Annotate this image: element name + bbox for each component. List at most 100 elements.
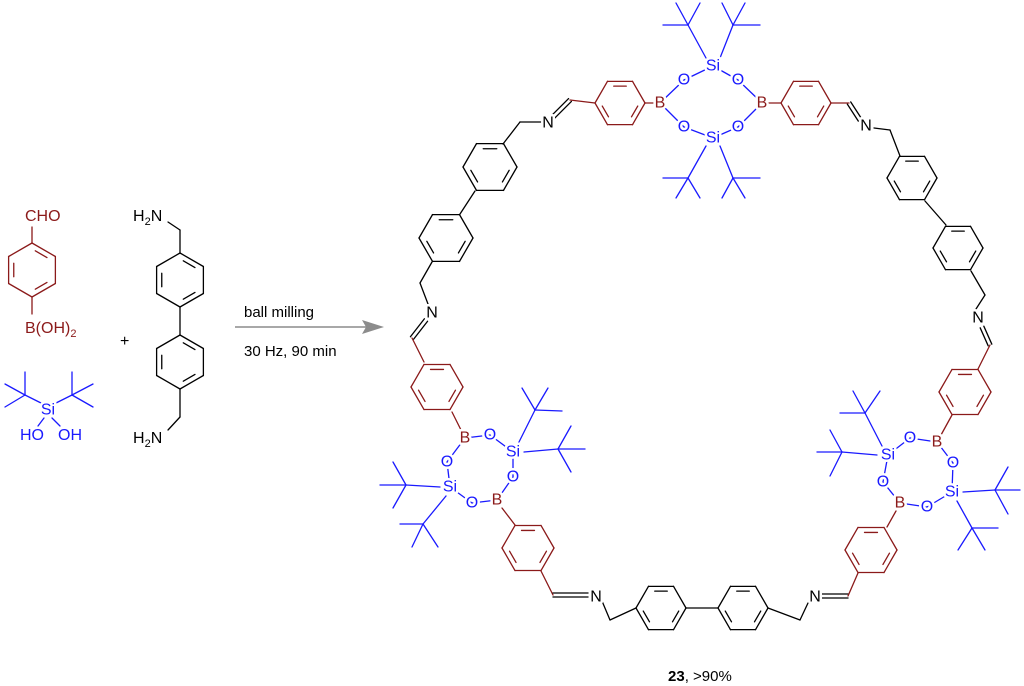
tbutyl-methyl-bond (687, 2, 701, 26)
ring-bond (672, 585, 687, 609)
double-bond (550, 97, 570, 117)
tbutyl-methyl-bond (411, 523, 424, 548)
bond (940, 414, 953, 436)
reaction-arrow-head (362, 320, 384, 334)
ring-inner-bond (671, 610, 680, 623)
condition-frequency-time: 30 Hz, 90 min (244, 343, 337, 360)
tbutyl-methyl-bond (721, 177, 734, 199)
tbutyl-methyl-bond (957, 527, 973, 551)
bonds (4, 2, 1021, 631)
atom-n: N (426, 305, 438, 322)
ring-inner-bond (851, 552, 860, 566)
ring-bond (969, 225, 984, 249)
bond (847, 572, 859, 597)
ring-bond (540, 524, 555, 549)
ring-bond (659, 102, 685, 128)
tbutyl-methyl-bond (732, 177, 746, 199)
boronic-acid-subscript: 2 (70, 328, 76, 340)
ring-bond (449, 363, 464, 388)
ring-bond (496, 476, 514, 501)
product-label: 23, >90% (668, 668, 732, 685)
ring-inner-bond (34, 281, 48, 290)
ring-inner-bond (753, 610, 762, 623)
atom-si: Si (945, 484, 959, 501)
tbutyl-bond (687, 24, 707, 59)
ring-bond (712, 65, 739, 81)
tbutyl-methyl-bond (675, 2, 689, 26)
atom-o: O (732, 119, 744, 136)
ring-inner-bond (539, 550, 548, 564)
diamine-top-nh2-label: H2N (133, 208, 162, 228)
tbutyl-methyl-bond (521, 387, 536, 411)
ring-inner-bond (182, 373, 196, 382)
atom-o: O (507, 469, 519, 486)
compound-number: 23 (668, 668, 685, 685)
ring-inner-bond (787, 105, 796, 118)
ring-bond (886, 177, 901, 201)
bond (167, 221, 181, 231)
ring-bond (932, 247, 947, 271)
ring-bond (540, 547, 555, 572)
ring-bond (179, 292, 205, 308)
ring-bond (464, 434, 491, 439)
tbutyl-bond (422, 495, 447, 525)
tbutyl-methyl-bond (732, 2, 746, 26)
bond (502, 121, 521, 145)
diamine-bottom-nh2-label: H2N (133, 430, 162, 450)
amine-h: H (133, 430, 145, 447)
ring-bond (969, 247, 984, 271)
bond (609, 607, 637, 621)
ring-bond (938, 368, 953, 393)
atom-n: N (542, 115, 554, 132)
double-bond (409, 318, 426, 338)
ring-bond (449, 486, 473, 504)
ring-bond (410, 363, 425, 388)
ring-bond (844, 549, 859, 574)
ring-inner-bond (630, 105, 639, 118)
ring-inner-bond (182, 260, 196, 269)
tbutyl-methyl-bond (71, 383, 94, 396)
ring-bond (909, 437, 938, 443)
ring-bond (155, 334, 181, 350)
ring-bond (737, 102, 763, 128)
ring-bond (631, 102, 646, 126)
ring-inner-bond (642, 610, 651, 623)
tbutyl-methyl-bond (994, 466, 1009, 491)
ring-bond (977, 391, 992, 416)
ring-bond (501, 547, 516, 572)
ring-inner-bond (968, 250, 977, 263)
double-bond (979, 327, 989, 347)
tbutyl-methyl-bond (71, 394, 94, 408)
ring-inner-bond (601, 105, 610, 118)
atom-o: O (921, 499, 933, 516)
ring-bond (471, 499, 498, 504)
bond (873, 127, 891, 131)
ring-bond (155, 374, 181, 390)
tbutyl-methyl-bond (829, 451, 843, 477)
ring-bond (635, 607, 650, 631)
ring-inner-bond (182, 291, 196, 300)
ring-bond (683, 65, 714, 81)
atom-o: O (732, 72, 744, 89)
ring-bond (977, 368, 992, 393)
double-bond (553, 100, 573, 120)
tbutyl-bond (841, 451, 878, 456)
atom-o: O (947, 455, 959, 472)
tbutyl-bond (864, 412, 883, 447)
ring-bond (754, 607, 769, 631)
tbutyl-methyl-bond (971, 527, 986, 551)
tbutyl-methyl-bond (557, 448, 572, 473)
ring-bond (887, 437, 911, 456)
bond (601, 600, 611, 621)
atom-o: O (877, 474, 889, 491)
tbutyl-methyl-bond (392, 461, 407, 486)
atom-si: Si (706, 130, 720, 147)
ring-inner-bond (448, 389, 457, 403)
ring-bond (882, 454, 889, 483)
tbutyl-bond (24, 394, 46, 406)
silanediol-ho-label: HO (20, 427, 44, 444)
amine-n: N (151, 208, 163, 225)
silanediol-oh-label: OH (58, 427, 82, 444)
atom-n: N (809, 589, 821, 606)
